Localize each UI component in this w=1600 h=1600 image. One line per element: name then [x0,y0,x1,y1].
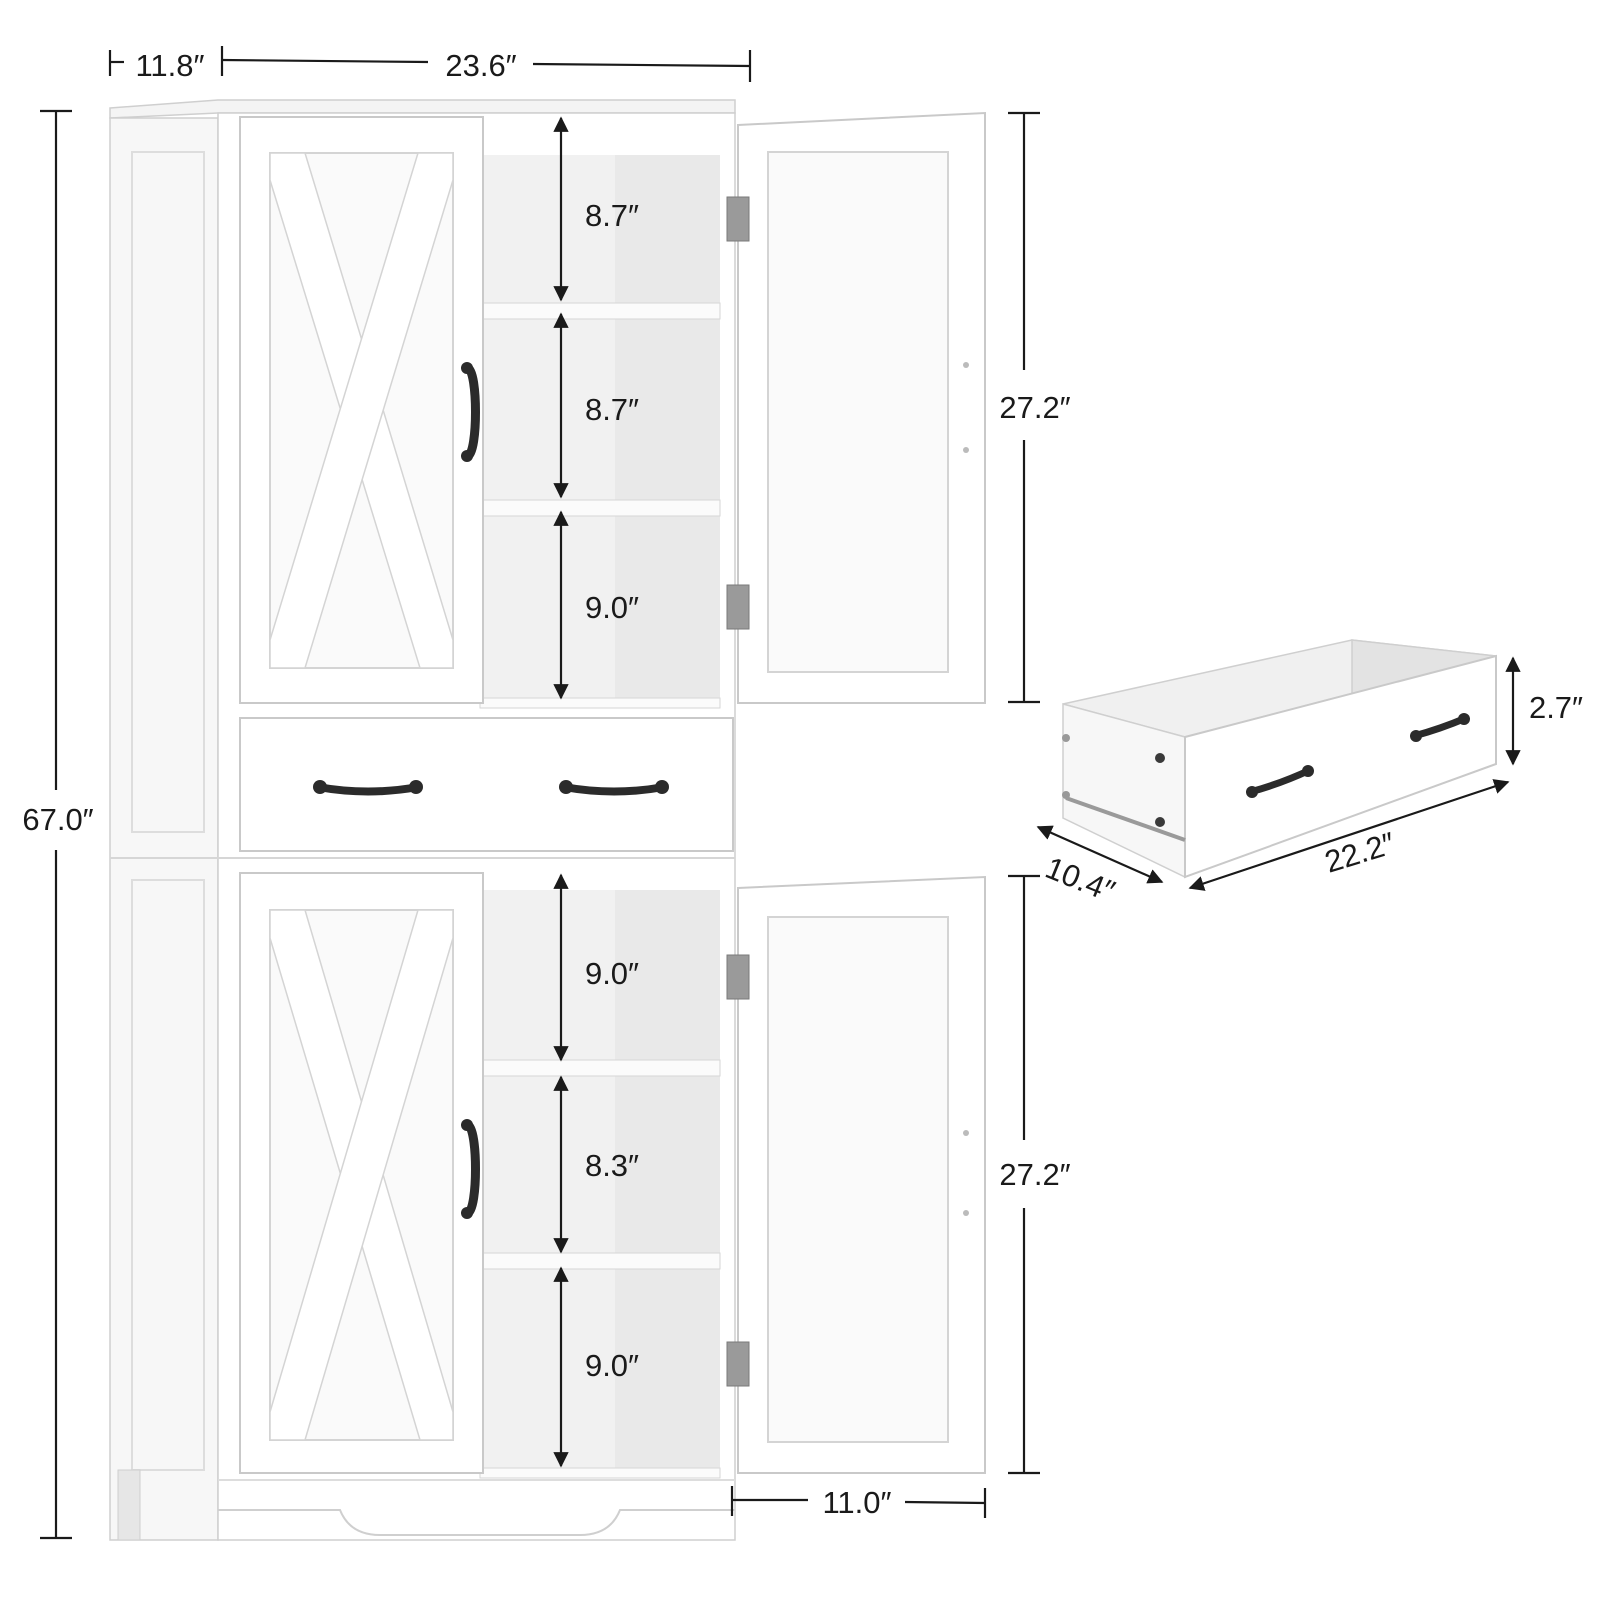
lower-right-door [737,875,986,1474]
drawer-runner [1065,796,1186,842]
upper-shelf-2-label: 8.7″ [585,392,639,427]
cabinet [109,99,986,1541]
drawer-depth-arrow [1036,825,1164,884]
upper-left-door [239,116,484,704]
cabinet-base [218,1509,735,1536]
lower-shelf-3-label: 9.0″ [585,1348,639,1383]
drawer-width-arrow [1188,779,1510,891]
lower-shelf-1 [479,1059,721,1077]
lower-left-door [239,872,484,1474]
side-panel-inset-upper [131,151,205,833]
depth-label: 11.8″ [135,48,204,83]
lower-shelf-1-label: 9.0″ [585,956,639,991]
lower-door-handle [461,1119,480,1219]
upper-shelf-3-label: 9.0″ [585,590,639,625]
drawer-handle-right [559,780,669,796]
lower-hinge-top [726,954,750,1000]
lower-hinge-bottom [726,1341,750,1387]
drawer-detail [1062,639,1497,879]
drawer-width-label: 22.2″ [1321,825,1399,879]
lower-cabinet-bottom [479,1467,721,1479]
upper-shelf-2 [479,499,721,517]
lower-shelf-2 [479,1252,721,1270]
drawer-detail-handle-right [1410,713,1470,742]
upper-shelf-1 [479,302,721,320]
lower-cabinet-height-label: 27.2″ [999,1157,1070,1192]
total-height-label: 67.0″ [22,802,93,837]
upper-hinge-top [726,196,750,242]
width-dimension-line-left [221,58,429,64]
cabinet-left-leg [117,1469,141,1541]
width-dimension-line-right [532,62,751,68]
side-panel-inset-lower [131,879,205,1471]
dimension-lines [40,46,1521,1540]
drawer-handle-left [313,780,423,796]
upper-door-handle [461,362,480,462]
width-label: 23.6″ [445,48,516,83]
door-width-dimension-line-right [904,1500,986,1505]
cabinet-side-panel [109,117,219,1541]
upper-right-door [737,111,986,704]
upper-hinge-bottom [726,584,750,630]
lower-shelf-2-label: 8.3″ [585,1148,639,1183]
upper-cabinet-bottom [479,697,721,709]
upper-shelf-1-label: 8.7″ [585,198,639,233]
upper-cabinet-height-label: 27.2″ [999,390,1070,425]
drawer-height-label: 2.7″ [1529,690,1583,725]
door-width-label: 11.0″ [822,1485,891,1520]
